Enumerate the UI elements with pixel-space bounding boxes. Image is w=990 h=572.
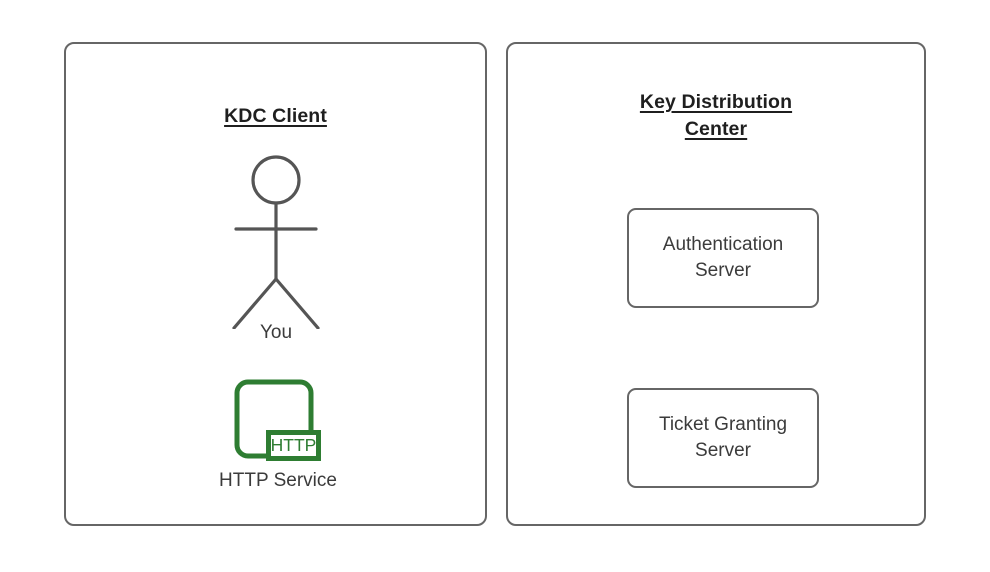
actor-you[interactable]: You: [211, 154, 341, 394]
http-service-icon: HTTP: [233, 378, 323, 464]
auth-server-line-1: Authentication: [662, 234, 784, 255]
tgs-server-line-2: Server: [695, 440, 751, 461]
node-http-service[interactable]: HTTP HTTP Service: [178, 378, 378, 496]
box-ticket-granting-server-label: Ticket Granting Server: [659, 412, 787, 464]
box-authentication-server-label: Authentication Server: [663, 232, 783, 284]
panel-key-distribution-center[interactable]: Key Distribution Center Authentication S…: [506, 42, 926, 526]
svg-text:HTTP: HTTP: [271, 435, 317, 455]
box-ticket-granting-server[interactable]: Ticket Granting Server: [627, 388, 819, 488]
panel-key-distribution-center-title: Key Distribution Center: [508, 89, 924, 143]
tgs-server-line-1: Ticket Granting: [658, 414, 788, 435]
box-authentication-server[interactable]: Authentication Server: [627, 208, 819, 308]
panel-kdc-client-title-line-1: KDC Client: [224, 105, 327, 127]
panel-kdc-title-line-2: Center: [684, 118, 748, 140]
panel-kdc-title-line-1: Key Distribution: [639, 91, 793, 113]
panel-kdc-client-title: KDC Client: [66, 103, 485, 130]
auth-server-line-2: Server: [695, 260, 751, 281]
http-service-label: HTTP Service: [219, 470, 337, 491]
stick-figure-icon: [232, 155, 320, 329]
panel-kdc-client[interactable]: KDC Client You: [64, 42, 487, 526]
actor-you-label: You: [259, 322, 293, 343]
